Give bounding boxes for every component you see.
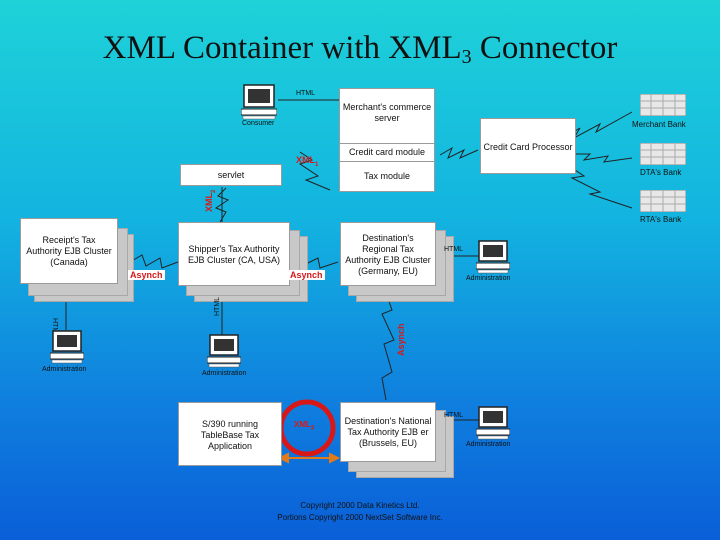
consumer-html-label: HTML: [296, 90, 316, 97]
credit-card-processor: Credit Card Processor: [480, 118, 576, 174]
bank-building-icon: [639, 189, 687, 213]
xml3-label: XML3: [294, 420, 315, 432]
merchant-commerce-server: Merchant's commerce server Credit card m…: [339, 88, 435, 192]
bank-building-icon: [639, 93, 687, 117]
html-label-national: HTML: [444, 412, 464, 419]
administration-label-receipt: Administration: [42, 366, 87, 373]
admin-computer-icon: [206, 334, 242, 373]
receipt-tax-cluster: Receipt's Tax Authority EJB Cluster (Can…: [20, 218, 118, 284]
rta-bank: [639, 189, 687, 217]
administration-label-regional: Administration: [466, 275, 511, 282]
xml2-label: XML2: [204, 189, 217, 212]
page-title: XML Container with XML3 Connector: [102, 30, 618, 68]
merchant-bank-label: Merchant Bank: [632, 120, 686, 129]
html-label-shipper: HTML: [214, 296, 221, 316]
s390-tablebase-box: S/390 running TableBase Tax Application: [178, 402, 282, 466]
consumer-computer-icon: [240, 84, 278, 125]
dta-bank: [639, 142, 687, 170]
admin-computer-icon: [49, 330, 85, 369]
administration-label-shipper: Administration: [202, 370, 247, 377]
asynch-label-vertical: Asynch: [396, 323, 406, 356]
bank-building-icon: [639, 142, 687, 166]
dta-bank-label: DTA's Bank: [640, 168, 682, 177]
administration-label-national: Administration: [466, 441, 511, 448]
destination-national-tax-cluster: Destination's National Tax Authority EJB…: [340, 402, 436, 462]
servlet-box: servlet: [180, 164, 282, 186]
asynch-label-shipper: Asynch: [288, 270, 325, 280]
shipper-tax-cluster: Shipper's Tax Authority EJB Cluster (CA,…: [178, 222, 290, 286]
rta-bank-label: RTA's Bank: [640, 215, 682, 224]
copyright-notice: Copyright 2000 Data Kinetics Ltd. Portio…: [277, 501, 443, 522]
html-label-regional: HTML: [444, 246, 464, 253]
merchant-bank: [639, 93, 687, 121]
admin-computer-icon: [475, 406, 511, 445]
credit-card-module: Credit card module: [348, 146, 426, 157]
consumer-label: Consumer: [242, 120, 275, 127]
destination-regional-tax-cluster: Destination's Regional Tax Authority EJB…: [340, 222, 436, 286]
xml1-label: XML1: [296, 155, 319, 168]
admin-computer-icon: [475, 240, 511, 279]
tax-module: Tax module: [363, 170, 411, 181]
asynch-label-receipt: Asynch: [128, 270, 165, 280]
